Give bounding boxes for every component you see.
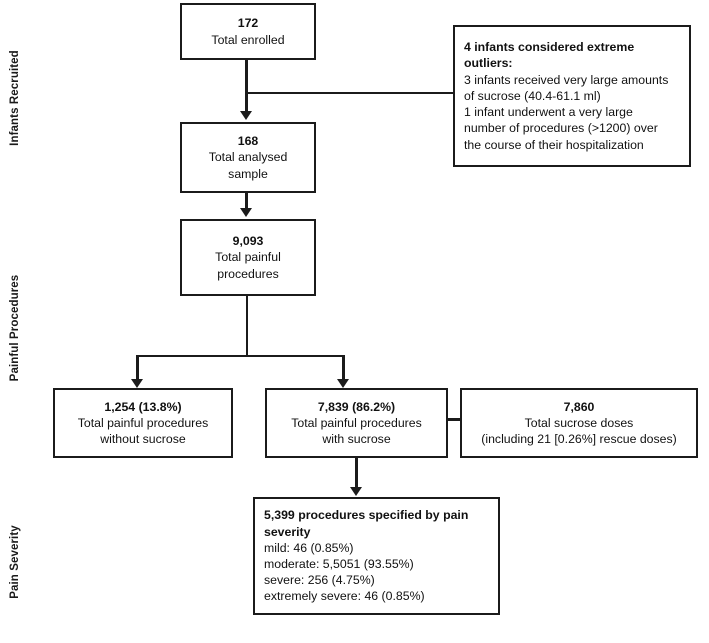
connector-sucrose-to-doses <box>447 418 462 421</box>
arrowhead-with-sucrose <box>337 379 349 388</box>
node-total-enrolled: 172 Total enrolled <box>180 3 316 60</box>
arrowhead-analysed <box>240 111 252 120</box>
node-line: 172 <box>237 16 259 31</box>
stage-label-text: Infants Recruited <box>9 50 21 146</box>
node-line: severity <box>264 524 311 539</box>
node-line: extremely severe: 46 (0.85%) <box>264 589 425 604</box>
node-line: 5,399 procedures specified by pain <box>264 508 469 523</box>
connector-sucrose-to-severity <box>355 458 358 490</box>
node-line: 1,254 (13.8%) <box>104 399 182 414</box>
node-line: 7,860 <box>563 399 595 414</box>
node-line: 4 infants considered extreme <box>464 40 635 55</box>
connector-enrolled-to-analysed <box>245 60 248 112</box>
node-line: without sucrose <box>100 432 186 447</box>
node-line: Total painful procedures <box>77 415 209 430</box>
node-procedures-with-sucrose: 7,839 (86.2%) Total painful procedures w… <box>265 388 448 458</box>
node-line: 168 <box>237 134 259 149</box>
node-line: Total sucrose doses <box>524 415 634 430</box>
node-line: 3 infants received very large amounts <box>464 72 669 87</box>
node-pain-severity-breakdown: 5,399 procedures specified by pain sever… <box>253 497 500 615</box>
connector-to-outliers <box>246 92 454 94</box>
node-line: outliers: <box>464 56 513 71</box>
node-total-analysed-sample: 168 Total analysed sample <box>180 122 316 193</box>
node-line: of sucrose (40.4-61.1 ml) <box>464 88 601 103</box>
node-line: the course of their hospitalization <box>464 137 644 152</box>
node-line: sample <box>228 166 268 181</box>
node-line: Total analysed <box>208 150 288 165</box>
node-procedures-without-sucrose: 1,254 (13.8%) Total painful procedures w… <box>53 388 233 458</box>
node-extreme-outliers: 4 infants considered extreme outliers: 3… <box>453 25 691 167</box>
connector-fork-left-drop <box>136 355 139 381</box>
stage-label-painful-procedures: Painful Procedures <box>9 265 21 391</box>
connector-fork-bar <box>136 355 344 357</box>
node-line: 1 infant underwent a very large <box>464 105 633 120</box>
node-line: 9,093 <box>232 234 264 249</box>
node-line: mild: 46 (0.85%) <box>264 540 354 555</box>
node-line: Total painful procedures <box>291 415 422 430</box>
stage-label-pain-severity: Pain Severity <box>9 509 21 615</box>
node-total-painful-procedures: 9,093 Total painful procedures <box>180 219 316 296</box>
stage-label-text: Painful Procedures <box>9 274 21 382</box>
node-line: (including 21 [0.26%] rescue doses) <box>481 432 677 447</box>
stage-label-text: Pain Severity <box>9 525 21 599</box>
node-line: Total painful <box>215 250 281 265</box>
node-line: severe: 256 (4.75%) <box>264 573 375 588</box>
connector-procedures-fork-stem <box>246 295 248 357</box>
node-line: procedures <box>217 266 279 281</box>
node-line: number of procedures (>1200) over <box>464 121 658 136</box>
node-line: 7,839 (86.2%) <box>317 399 396 414</box>
arrowhead-without-sucrose <box>131 379 143 388</box>
connector-fork-right-drop <box>342 355 345 381</box>
node-line: with sucrose <box>322 432 391 447</box>
connector-analysed-to-procedures <box>245 192 248 210</box>
arrowhead-total-procedures <box>240 208 252 217</box>
node-line: moderate: 5,5051 (93.55%) <box>264 557 414 571</box>
node-total-sucrose-doses: 7,860 Total sucrose doses (including 21 … <box>460 388 698 458</box>
arrowhead-pain-severity <box>350 487 362 496</box>
stage-label-infants-recruited: Infants Recruited <box>9 43 21 153</box>
node-line: Total enrolled <box>211 32 285 47</box>
